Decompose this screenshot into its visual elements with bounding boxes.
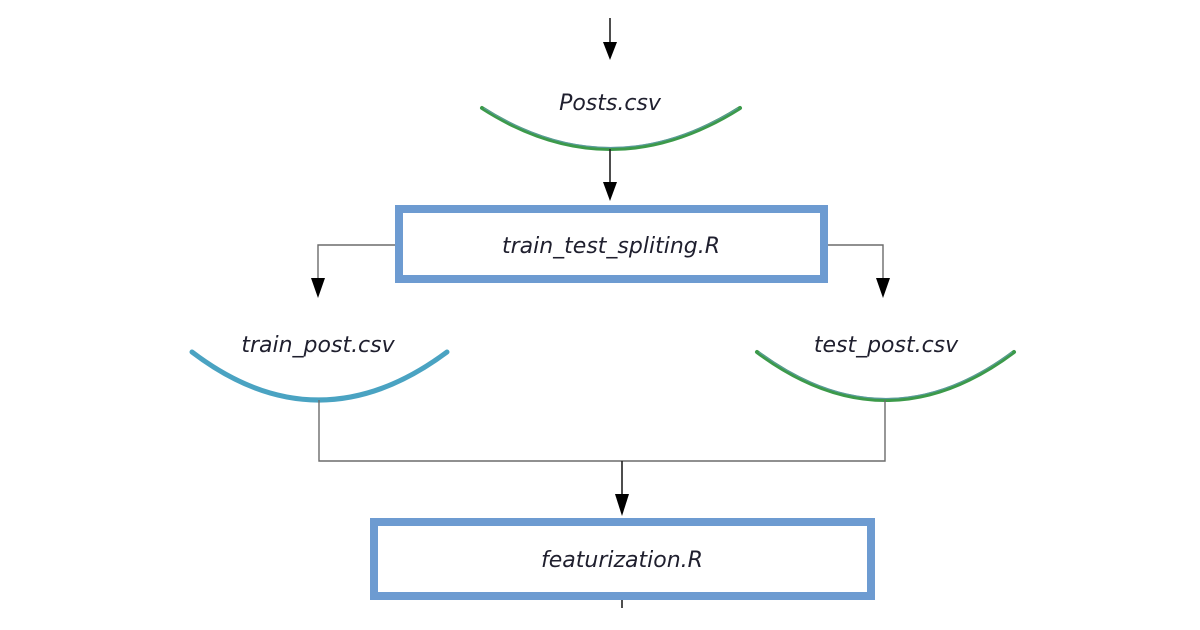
arrowhead-icon bbox=[876, 278, 890, 298]
arrowhead-icon bbox=[603, 42, 617, 60]
arrowhead-icon bbox=[311, 278, 325, 298]
node-label-test-post-csv: test_post.csv bbox=[814, 333, 959, 358]
process-box-featurization bbox=[370, 518, 875, 600]
data-arc-test-inner bbox=[758, 351, 1013, 400]
edge-merge-to-featurization bbox=[318, 400, 886, 516]
edge-split-to-train bbox=[311, 244, 395, 298]
data-arc-train bbox=[189, 349, 450, 403]
node-train-test-spliting[interactable]: train_test_spliting.R bbox=[395, 205, 828, 283]
edge-split-to-test bbox=[828, 244, 890, 298]
data-arc-posts-inner bbox=[483, 107, 739, 148]
process-box-split bbox=[395, 205, 828, 283]
node-label-featurization: featurization.R bbox=[541, 548, 703, 573]
node-test-post-csv[interactable]: test_post.csv bbox=[755, 333, 1016, 402]
node-posts-csv[interactable]: Posts.csv bbox=[480, 91, 742, 151]
arrowhead-icon bbox=[615, 494, 629, 516]
node-train-post-csv[interactable]: train_post.csv bbox=[189, 333, 450, 403]
arrowhead-icon bbox=[603, 182, 617, 201]
edge-incoming-to-posts bbox=[603, 18, 617, 60]
data-arc-test bbox=[755, 350, 1016, 402]
node-featurization[interactable]: featurization.R bbox=[370, 518, 875, 600]
node-label-train-post-csv: train_post.csv bbox=[241, 333, 395, 358]
node-label-posts-csv: Posts.csv bbox=[559, 91, 662, 116]
edge-posts-to-split bbox=[603, 149, 617, 201]
node-label-split: train_test_spliting.R bbox=[502, 234, 720, 259]
